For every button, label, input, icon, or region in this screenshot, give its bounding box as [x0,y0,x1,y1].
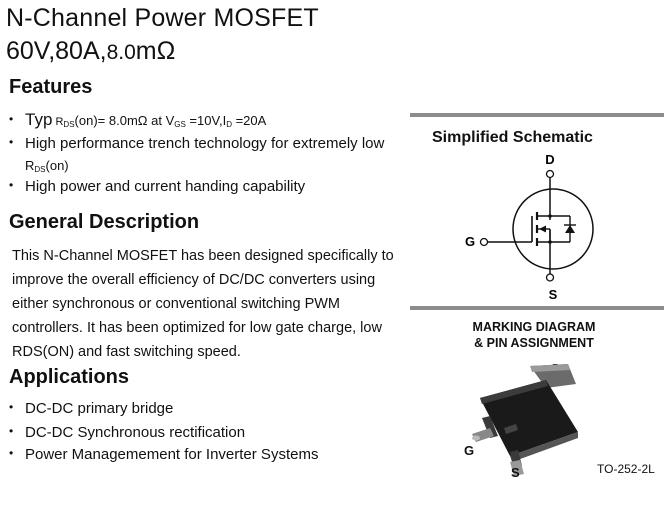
drain-terminal-icon [545,169,555,179]
feature-item-power: •High power and current handing capabili… [9,178,306,195]
bullet-icon: • [9,446,14,460]
schematic-pin-s-label: S [549,287,558,302]
package-name: TO-252-2L [597,462,655,476]
description-line: This N-Channel MOSFET has been designed … [12,248,394,264]
application-item: •DC-DC Synchronous rectification [9,424,246,441]
feature-item-typ: •Typ RDS(on)= 8.0mΩ at VGS =10V,ID =20A [9,110,267,129]
schematic-title: Simplified Schematic [432,129,593,146]
application-item: •Power Managemement for Inverter Systems [9,446,319,463]
general-description-text: This N-Channel MOSFET has been designed … [12,244,394,364]
description-line: RDS(ON) and fast switching speed. [12,344,241,360]
to252-package-icon [472,364,578,476]
page-title: N-Channel Power MOSFET [6,4,319,32]
rating-line: 60V,80A,8.0mΩ [6,37,175,66]
general-description-heading: General Description [9,211,200,233]
bullet-icon: • [9,178,14,192]
divider-bottom [410,306,664,310]
divider-top [410,113,664,117]
bullet-icon: • [9,400,14,414]
application-item: •DC-DC primary bridge [9,400,174,417]
schematic-pin-d-label: D [545,152,554,167]
mosfet-schematic-icon: D S G [465,152,594,302]
package-pin-g-label: G [464,443,475,458]
bullet-icon: • [9,112,14,126]
features-heading: Features [9,76,93,98]
bullet-icon: • [9,424,14,438]
description-line: controllers. It has been optimized for l… [12,320,382,336]
description-line: either synchronous or conventional switc… [12,296,341,312]
rating-resistance-value: 8.0 [106,41,136,64]
source-terminal-icon [545,273,555,282]
marking-diagram-title: MARKING DIAGRAM & PIN ASSIGNMENT [472,320,596,350]
rating-resistance-unit: mΩ [135,37,176,65]
bullet-icon: • [9,135,14,149]
gate-terminal-icon [479,237,489,247]
feature-item-trench-cont: RDS(on) [25,158,69,174]
schematic-pin-g-label: G [465,234,475,249]
package-pin-s-label: S [511,465,520,480]
feature-item-trench: •High performance trench technology for … [9,135,385,152]
applications-heading: Applications [9,366,130,388]
rating-voltage-current: 60V,80A, [6,37,107,65]
description-line: improve the overall efficiency of DC/DC … [12,272,376,288]
